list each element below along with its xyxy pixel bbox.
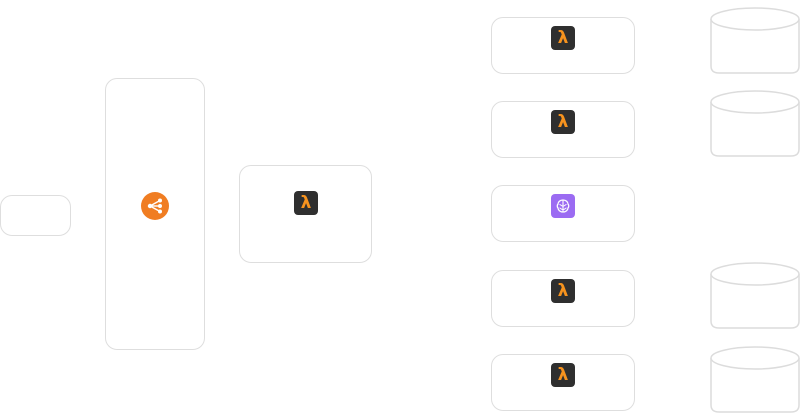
brain-icon — [551, 194, 575, 218]
database-cylinder-2 — [709, 87, 800, 159]
client-box — [0, 195, 71, 236]
lambda-icon: λ — [551, 279, 575, 303]
lambda-icon: λ — [551, 110, 575, 134]
database-cylinder-4 — [709, 343, 800, 415]
database-cylinder-3 — [709, 259, 800, 331]
database-cylinder-1 — [709, 4, 800, 76]
lambda-icon: λ — [551, 26, 575, 50]
lambda-icon: λ — [294, 191, 318, 215]
lambda-icon: λ — [551, 363, 575, 387]
load-balancer-icon — [141, 192, 169, 220]
